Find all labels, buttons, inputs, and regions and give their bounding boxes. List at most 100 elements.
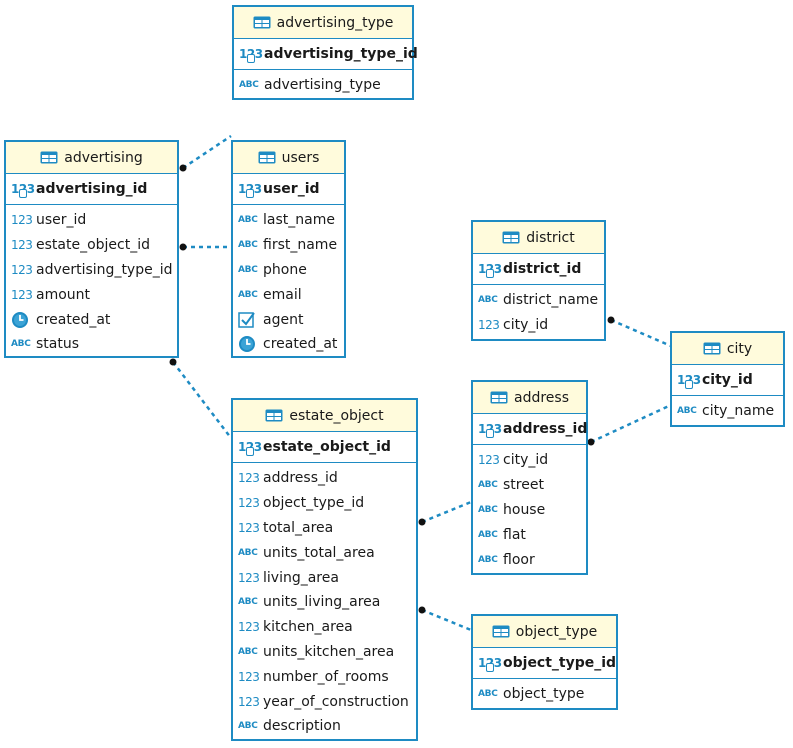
clock-icon — [238, 335, 260, 353]
column-name: city_id — [503, 452, 549, 469]
column-name: user_id — [263, 181, 320, 197]
table-object-type[interactable]: object_type123object_type_idABCobject_ty… — [471, 614, 618, 710]
text-type-icon: ABC — [677, 406, 697, 417]
column-name: city_name — [702, 403, 775, 420]
column-row[interactable]: ABC units_kitchen_area — [233, 640, 416, 665]
table-icon — [490, 390, 508, 406]
text-type-icon: ABC — [238, 646, 258, 657]
text-type-icon: ABC — [478, 554, 498, 565]
text-type-icon: ABC — [238, 597, 258, 608]
column-row[interactable]: created_at — [6, 307, 177, 332]
table-address[interactable]: address123address_id123city_idABCstreetA… — [471, 380, 588, 575]
primary-key-row[interactable]: 123district_id — [473, 254, 604, 285]
key-icon — [486, 663, 494, 672]
table-header[interactable]: advertising_type — [234, 7, 412, 39]
numeric-type-icon: 123 — [478, 453, 500, 468]
table-title: estate_object — [289, 407, 384, 424]
column-name: email — [263, 286, 302, 303]
text-type-icon: ABC — [238, 721, 258, 732]
link-end-dot — [179, 164, 187, 172]
table-advertising-type[interactable]: advertising_type 123advertising_type_idAB… — [232, 5, 418, 100]
numeric-type-icon: 123 — [238, 182, 262, 198]
table-header[interactable]: city — [672, 333, 783, 365]
column-row[interactable]: agent — [233, 307, 344, 332]
table-users[interactable]: users 123user_idABClast_nameABCfirst_name… — [231, 140, 346, 358]
table-icon — [253, 15, 271, 31]
numeric-type-icon: 123 — [238, 669, 260, 684]
column-name: district_id — [503, 261, 582, 277]
key-icon — [246, 447, 254, 456]
table-icon — [265, 408, 283, 424]
table-icon — [258, 150, 276, 166]
column-name: city_id — [503, 317, 549, 334]
column-name: advertising_type_id — [36, 261, 173, 278]
column-name: year_of_construction — [263, 693, 409, 710]
column-name: living_area — [263, 569, 339, 586]
link-estate-object-object-type — [421, 608, 472, 632]
table-header[interactable]: object_type — [473, 616, 616, 648]
column-row[interactable]: created_at — [233, 332, 344, 357]
column-name: units_kitchen_area — [263, 643, 395, 660]
column-name: object_type_id — [263, 495, 365, 512]
table-header[interactable]: advertising — [6, 142, 177, 174]
numeric-type-icon: 123 — [238, 440, 262, 456]
numeric-type-icon: 123 — [238, 694, 260, 709]
text-type-icon: ABC — [238, 264, 258, 275]
table-district[interactable]: district123district_idABCdistrict_name12… — [471, 220, 606, 341]
column-row[interactable]: ABC city_name — [672, 399, 783, 424]
link-estate-object-address — [421, 500, 472, 524]
column-name: district_name — [503, 292, 599, 309]
checkbox-icon — [238, 311, 260, 329]
column-name: city_id — [702, 372, 753, 388]
table-header[interactable]: users — [233, 142, 344, 174]
table-title: advertising_type — [276, 14, 394, 31]
key-icon — [247, 54, 255, 63]
numeric-type-icon: 123 — [238, 570, 260, 585]
table-header[interactable]: estate_object — [233, 400, 416, 432]
table-header[interactable]: district — [473, 222, 604, 254]
key-icon — [685, 380, 693, 389]
column-name: object_type — [503, 686, 585, 703]
table-header[interactable]: address — [473, 382, 586, 414]
numeric-type-icon: 123 — [478, 656, 502, 672]
table-title: users — [281, 149, 320, 166]
table-advertising[interactable]: advertising123advertising_id123user_id12… — [4, 140, 179, 358]
